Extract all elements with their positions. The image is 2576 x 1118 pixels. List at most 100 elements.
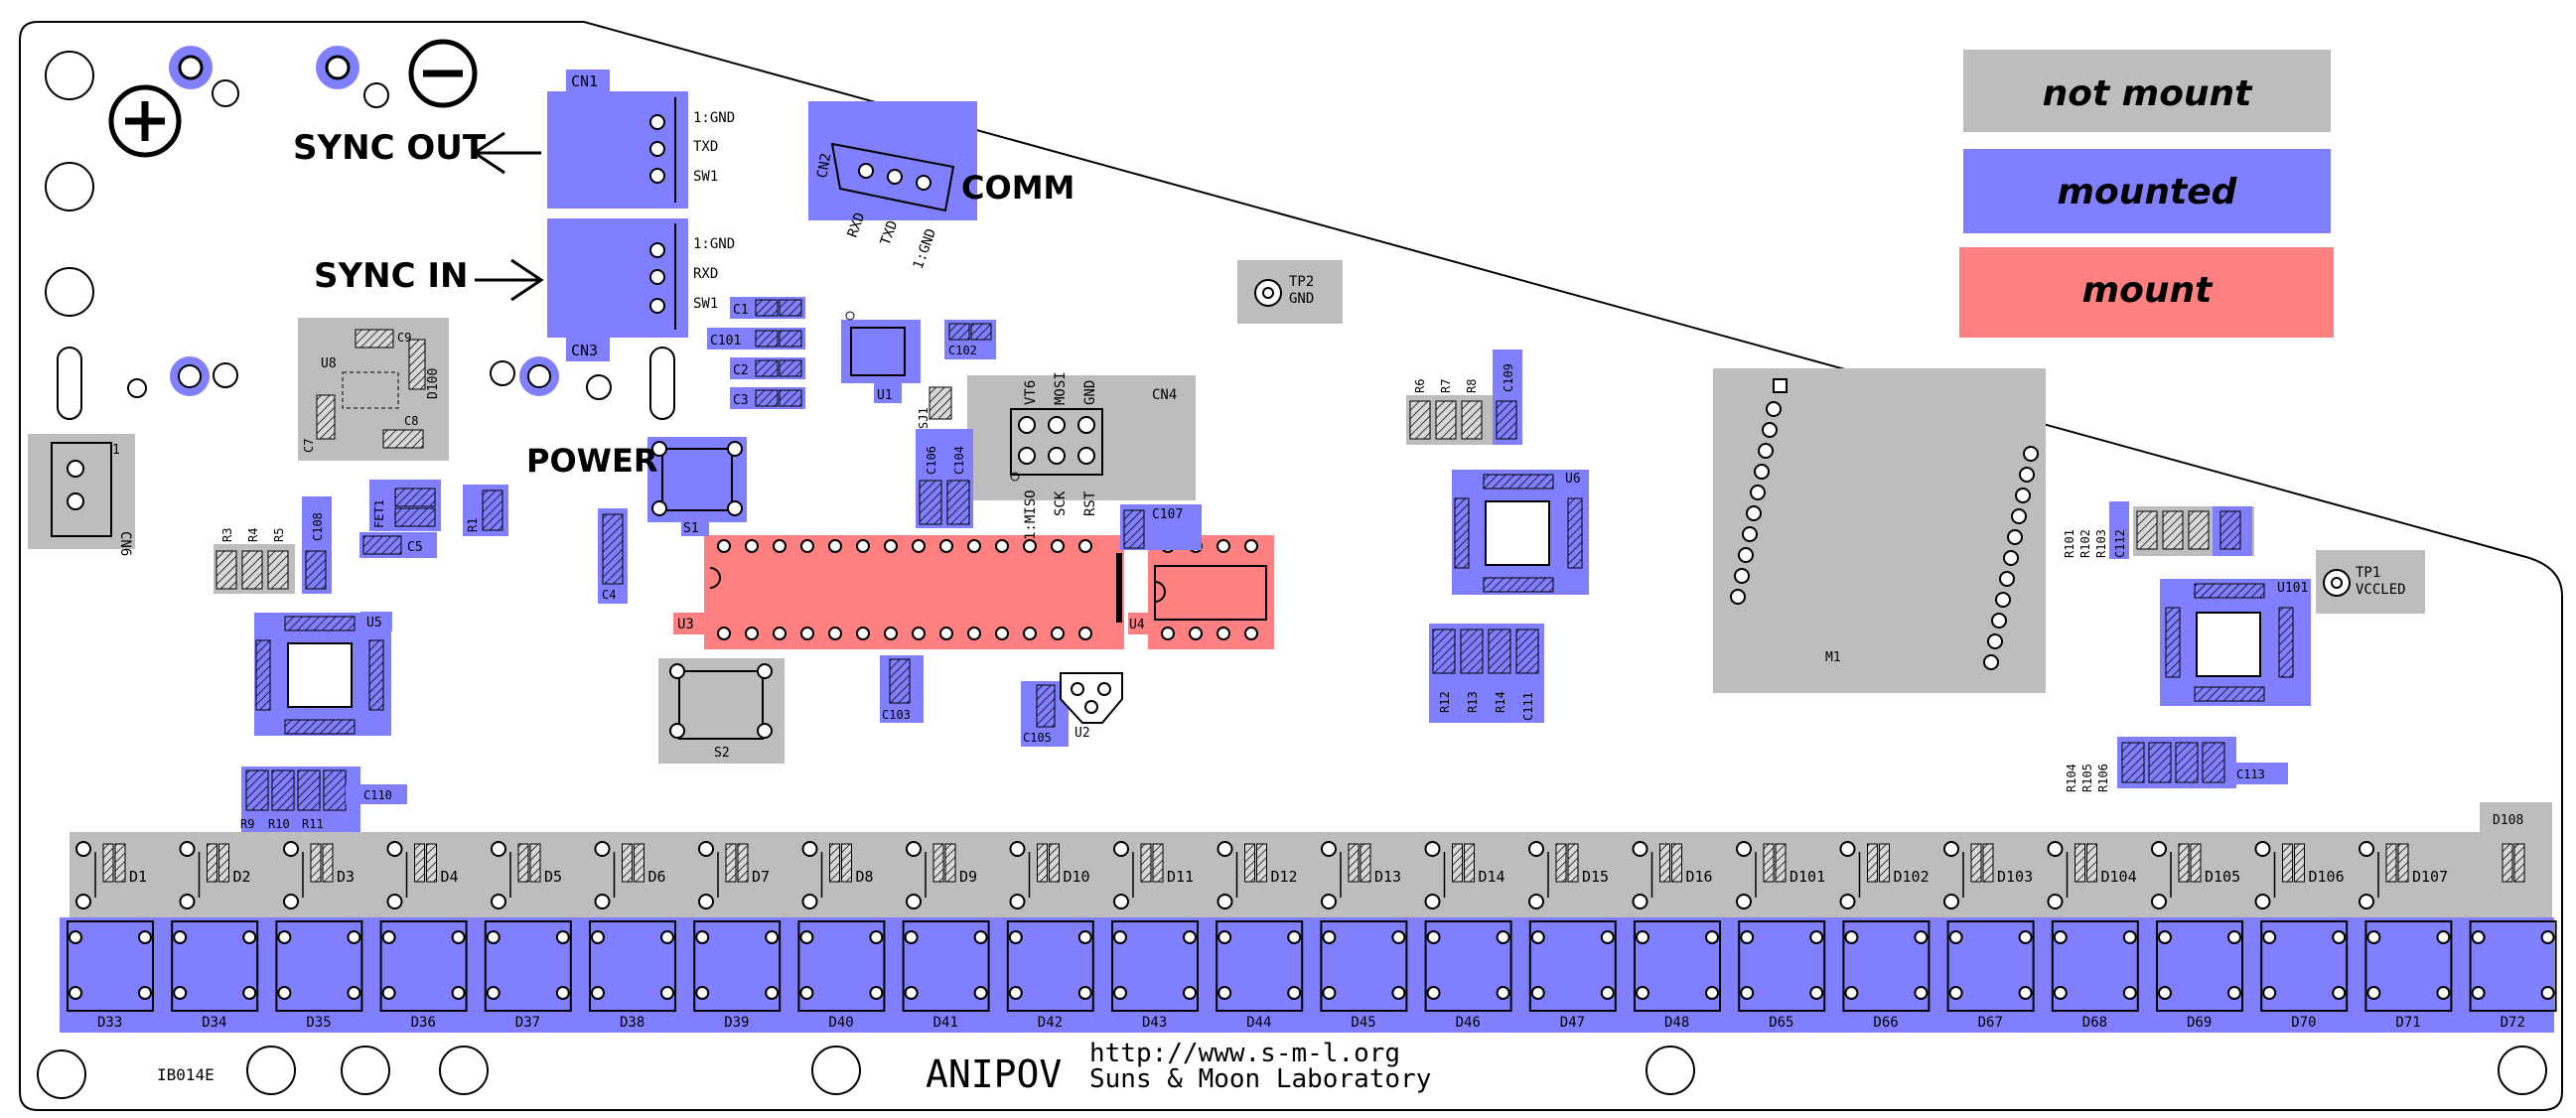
led-diode-bottom-label: D71 [2395,1015,2420,1031]
website-url: http://www.s-m-l.org [1089,1039,1400,1068]
svg-text:1:GND: 1:GND [693,110,735,126]
led-diode-bottom: D72 [2469,920,2557,1031]
led-diode-bottom: D68 [2051,920,2139,1031]
led-diode-bottom-label: D39 [724,1015,749,1031]
led-diode-bottom-label: D38 [620,1015,644,1031]
led-diode-top-label: D2 [233,868,251,886]
svg-text:R9: R9 [240,817,254,831]
svg-text:C105: C105 [1023,731,1052,745]
svg-text:R14: R14 [1494,691,1507,713]
led-diode-top: D10 [1009,841,1090,909]
led-strip-background [70,832,2552,917]
svg-text:C3: C3 [733,393,749,408]
led-diode-bottom-label: D37 [515,1015,540,1031]
led-diode-top: D106 [2254,841,2345,909]
legend-not-mount-label: not mount [2043,73,2254,114]
chip-u6: U6 [1452,470,1589,595]
chip-u3: U3 [673,535,1124,649]
led-diode-top-label: D12 [1271,868,1298,886]
led-diode-bottom: D42 [1006,920,1094,1031]
led-diode-bottom: D36 [379,920,468,1031]
led-diode-top: D4 [386,841,459,909]
svg-text:U5: U5 [366,616,382,630]
svg-text:R1: R1 [466,518,480,532]
led-diode-bottom: D71 [2364,920,2453,1031]
led-diode-bottom-label: D66 [1873,1015,1898,1031]
svg-text:VCCLED: VCCLED [2356,582,2406,598]
led-diode-bottom: D35 [275,920,363,1031]
slot-hole [649,347,675,420]
switch-s2[interactable]: S2 [658,658,785,764]
svg-text:C110: C110 [363,788,392,802]
svg-text:1:GND: 1:GND [693,236,735,252]
small-hole [490,360,515,386]
small-hole [363,82,389,108]
led-diode-top: D3 [283,841,355,909]
svg-text:M1: M1 [1825,650,1841,665]
led-diode-top-label: D106 [2309,868,2345,886]
led-diode-top: D102 [1839,841,1930,909]
connector-cn2: CN2 RXD TXD 1:GND COMM [808,101,1074,271]
connector-cn4: CN4 VT6 MOSI GND 1:MISO SCK RST [967,371,1196,540]
led-diode-top-label: D9 [959,868,977,886]
led-diode-top-label: D102 [1894,868,1930,886]
small-hole [213,362,238,388]
minus-icon [408,39,478,108]
resistor-group-r104-r106: C113 R104 R105 R106 [2065,737,2288,792]
svg-text:C9: C9 [397,331,411,345]
svg-text:1: 1 [112,443,120,458]
led-diode-top: D16 [1632,841,1713,909]
legend-mount-swatch [1959,247,2334,338]
svg-text:C2: C2 [733,363,749,378]
led-diode-top-label: D7 [752,868,770,886]
svg-text:U4: U4 [1129,618,1145,632]
legend-mount-label: mount [2082,270,2215,311]
svg-text:SCK: SCK [1053,490,1069,516]
led-diode-bottom-label: D47 [1560,1015,1585,1031]
svg-text:U3: U3 [677,617,694,632]
svg-text:R7: R7 [1439,379,1453,393]
svg-text:R5: R5 [272,528,286,542]
led-diode-bottom: D44 [1216,920,1304,1031]
led-diode-bottom: D33 [67,920,154,1031]
small-hole [586,374,612,400]
connector-cn1: CN1 1:GND TXD SW1 [547,70,735,209]
svg-text:R6: R6 [1413,379,1427,393]
regulator-u8: U8 C9 C8 C7 D100 [298,318,449,461]
led-diode-top: D11 [1113,841,1194,909]
led-diode-bottom: D37 [484,920,572,1031]
led-d108-label: D108 [2493,813,2523,828]
led-diode-top: D107 [2359,841,2448,909]
led-diode-top: D101 [1736,841,1825,909]
svg-text:C112: C112 [2113,529,2127,558]
svg-text:C108: C108 [311,512,325,541]
led-diode-top-label: D8 [856,868,874,886]
resistor-group-r9-r11: C110 R9 R10 R11 [240,767,407,832]
sync-out-label: SYNC OUT [293,128,487,168]
led-diode-bottom: D45 [1320,920,1408,1031]
led-diode-bottom-label: D34 [202,1015,226,1031]
led-diode-bottom: D67 [1946,920,2035,1031]
svg-text:RXD: RXD [693,266,718,282]
led-diode-bottom-label: D44 [1246,1015,1271,1031]
led-diode-bottom-label: D46 [1456,1015,1481,1031]
led-diode-bottom-label: D68 [2082,1015,2107,1031]
resistor-group-r3-r5: R3 R4 R5 C108 [214,496,332,594]
svg-text:R4: R4 [246,528,260,542]
led-diode-top: D13 [1321,841,1401,909]
mounting-hole [37,1049,86,1099]
led-diode-bottom-label: D33 [97,1015,122,1031]
led-diode-bottom-label: D42 [1038,1015,1063,1031]
switch-s1[interactable]: S1 [647,437,747,536]
led-diode-bottom: D38 [589,920,676,1031]
led-diode-top-label: D103 [1997,868,2033,886]
led-diode-bottom: D47 [1528,920,1617,1031]
connector-cn6: 1 CN6 [28,434,135,556]
resistor-group-r12-r14: R12 R13 R14 C111 [1429,624,1544,723]
led-diode-bottom-label: D70 [2291,1015,2316,1031]
led-diode-top: D12 [1216,841,1298,909]
test-point-tp1: TP1 VCCLED [2316,550,2425,614]
svg-text:R103: R103 [2094,529,2108,558]
